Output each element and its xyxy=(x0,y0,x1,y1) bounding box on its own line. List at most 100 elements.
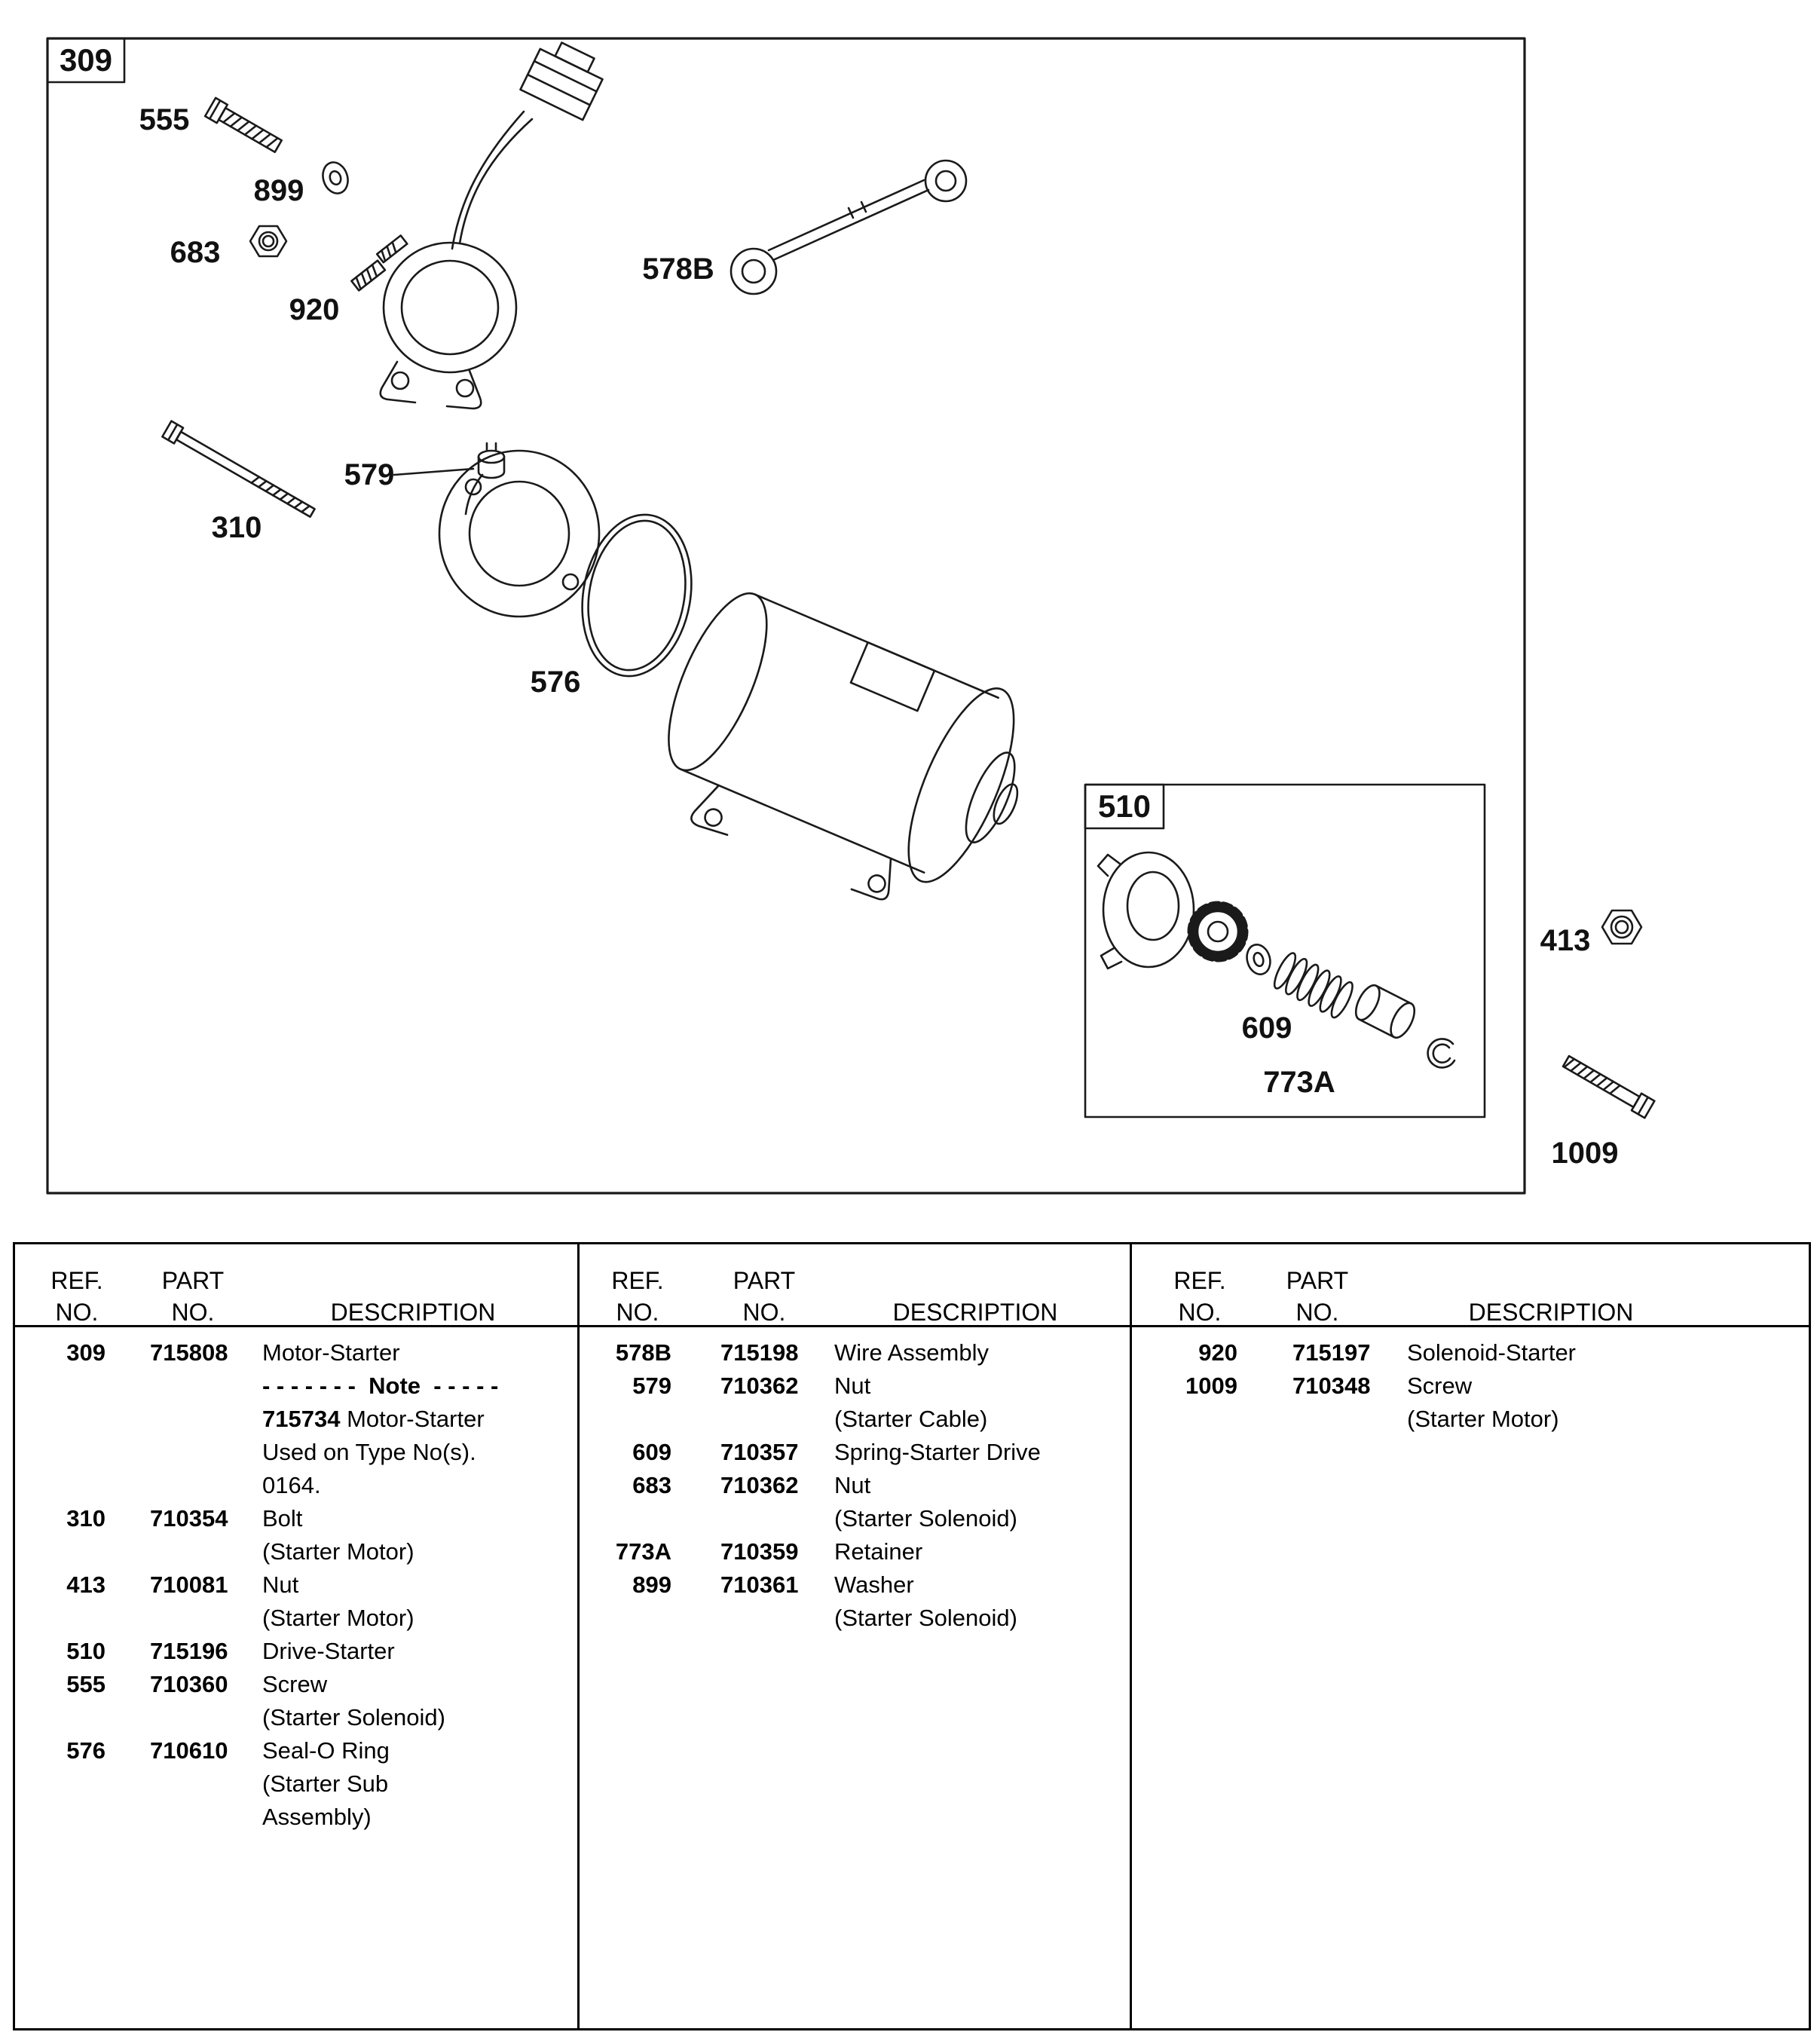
callout-773A: 773A xyxy=(1263,1066,1335,1099)
description-cell: Bolt xyxy=(262,1505,303,1532)
table-header-rule xyxy=(15,1325,1809,1327)
retainer-773A-drawing xyxy=(1427,1038,1456,1069)
ref-no-cell: 920 xyxy=(1198,1339,1237,1366)
callout-310: 310 xyxy=(212,511,262,544)
description-cell: Nut xyxy=(834,1372,871,1399)
callout-609: 609 xyxy=(1242,1011,1292,1045)
description-cell: Nut xyxy=(262,1571,299,1598)
ref-no-cell xyxy=(26,1801,106,1834)
description-cell: Seal-O Ring xyxy=(262,1737,390,1764)
description-cell: (Starter Motor) xyxy=(262,1605,414,1631)
ref-no-cell xyxy=(26,1602,106,1635)
ref-no-cell xyxy=(1132,1403,1237,1436)
table-row: (Starter Motor) xyxy=(1132,1403,1795,1436)
table-row: 310 710354 Bolt xyxy=(26,1502,577,1535)
table-row: (Starter Solenoid) xyxy=(580,1602,1122,1635)
part-no-cell: 710348 xyxy=(1292,1372,1371,1399)
part-no-cell: 715197 xyxy=(1292,1339,1371,1366)
callout-683: 683 xyxy=(170,236,221,269)
description-cell: 0164. xyxy=(262,1472,321,1498)
header-part: PART xyxy=(161,1267,225,1294)
description-cell: (Starter Solenoid) xyxy=(834,1605,1017,1631)
ref-no-cell: 579 xyxy=(632,1372,671,1399)
drive-starter-510-drawing xyxy=(1097,851,1249,970)
part-no-cell: 715198 xyxy=(720,1339,799,1366)
ref-no-cell: 578B xyxy=(615,1339,671,1366)
description-cell: (Starter Motor) xyxy=(1407,1406,1559,1432)
header-no: NO. xyxy=(1178,1299,1222,1326)
callout-578B: 578B xyxy=(642,252,714,286)
callout-920: 920 xyxy=(289,293,340,326)
header-description: DESCRIPTION xyxy=(1468,1299,1634,1326)
description-cell: Screw xyxy=(1407,1372,1473,1399)
ref-no-cell xyxy=(580,1403,671,1436)
o-ring-576-drawing xyxy=(581,513,693,678)
description-cell: Screw xyxy=(262,1671,328,1697)
callout-1009: 1009 xyxy=(1552,1137,1619,1170)
ref-no-cell xyxy=(580,1502,671,1535)
description-cell: Wire Assembly xyxy=(834,1339,989,1366)
description-cell: Spring-Starter Drive xyxy=(834,1439,1041,1465)
part-no-cell: 710610 xyxy=(150,1737,228,1764)
part-no-cell xyxy=(1292,1403,1407,1436)
description-cell: Retainer xyxy=(834,1538,923,1565)
part-no-cell xyxy=(720,1602,834,1635)
header-no: NO. xyxy=(616,1299,659,1326)
bolt-310-drawing xyxy=(161,420,316,518)
part-no-cell xyxy=(720,1403,834,1436)
ref-no-cell xyxy=(26,1535,106,1568)
header-ref: REF. xyxy=(1173,1267,1226,1294)
part-no-cell: 710354 xyxy=(150,1505,228,1532)
header-ref: REF. xyxy=(611,1267,664,1294)
ref-no-cell xyxy=(26,1369,106,1403)
part-no-cell: 710081 xyxy=(150,1571,228,1598)
header-ref: REF. xyxy=(50,1267,103,1294)
ref-no-cell: 609 xyxy=(632,1439,671,1465)
header-part: PART xyxy=(1286,1267,1349,1294)
part-no-cell xyxy=(150,1369,262,1403)
ref-no-cell: 310 xyxy=(66,1505,106,1532)
inset-frame xyxy=(1084,783,1486,1118)
nut-579-drawing xyxy=(393,442,506,479)
ref-no-cell xyxy=(26,1403,106,1436)
part-no-cell xyxy=(720,1502,834,1535)
table-row: (Starter Cable) xyxy=(580,1403,1122,1436)
part-no-cell xyxy=(150,1602,262,1635)
washer-899-drawing xyxy=(322,161,349,194)
solenoid-920-drawing xyxy=(350,41,604,410)
inset-ref-box xyxy=(1084,783,1165,830)
table-row: (Starter Sub xyxy=(26,1767,577,1801)
description-cell: Motor-Starter xyxy=(262,1339,400,1366)
ref-no-cell: 555 xyxy=(66,1671,106,1697)
table-row: 0164. xyxy=(26,1469,577,1502)
table-divider xyxy=(577,1244,580,2028)
description-cell: (Starter Cable) xyxy=(834,1406,988,1432)
table-row: 715734 Motor-Starter xyxy=(26,1403,577,1436)
description-cell: - - - - - - - Note - - - - - xyxy=(262,1372,499,1399)
exploded-parts-diagram: 309 510 555 899 683 920 578B 579 310 576… xyxy=(46,37,1656,1195)
table-row: (Starter Motor) xyxy=(26,1535,577,1568)
callout-899: 899 xyxy=(254,174,304,207)
header-no: NO. xyxy=(1295,1299,1339,1326)
nut-683-drawing xyxy=(249,225,288,258)
description-cell: (Starter Solenoid) xyxy=(262,1704,445,1731)
header-no: NO. xyxy=(742,1299,786,1326)
header-no: NO. xyxy=(55,1299,99,1326)
motor-body-drawing xyxy=(668,592,1019,901)
ref-no-cell xyxy=(26,1436,106,1469)
part-no-cell xyxy=(150,1801,262,1834)
sleeve-drawing xyxy=(1354,984,1416,1039)
parts-table: REF. NO. PART NO. DESCRIPTION REF. NO. P… xyxy=(13,1242,1811,2030)
